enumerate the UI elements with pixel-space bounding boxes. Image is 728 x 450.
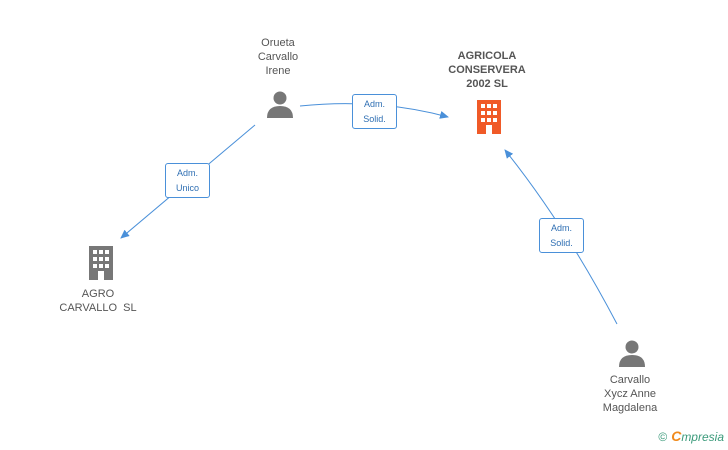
node-label-line: Xycz Anne bbox=[604, 388, 656, 400]
node-label-agricola[interactable]: AGRICOLA CONSERVERA 2002 SL bbox=[432, 49, 542, 91]
edge-label-orueta-agricola[interactable]: Adm. Solid. bbox=[352, 94, 397, 129]
node-label-line: Magdalena bbox=[602, 402, 658, 414]
node-label-xycz[interactable]: Carvallo Xycz Anne Magdalena bbox=[580, 373, 680, 415]
company-building-icon[interactable] bbox=[86, 246, 116, 280]
edge-label-xycz-agricola[interactable]: Adm. Solid. bbox=[539, 218, 584, 253]
node-label-line: Irene bbox=[265, 65, 291, 77]
edge-label-line: Adm. bbox=[363, 99, 385, 109]
edge-label-line: Unico bbox=[175, 183, 199, 193]
node-label-line: AGRICOLA bbox=[457, 50, 517, 62]
empresia-watermark: ©Cmpresia bbox=[658, 428, 724, 444]
copyright-symbol: © bbox=[658, 430, 668, 444]
brand-logo-letter: C bbox=[671, 428, 682, 444]
node-label-line: Carvallo bbox=[609, 374, 651, 386]
edge-label-line: Adm. bbox=[176, 168, 198, 178]
edge-label-orueta-agro[interactable]: Adm. Unico bbox=[165, 163, 210, 198]
node-label-line: 2002 SL bbox=[466, 78, 508, 90]
node-label-line: Orueta bbox=[261, 37, 295, 49]
node-label-agro[interactable]: AGRO CARVALLO SL bbox=[48, 287, 148, 315]
edge-label-line: Solid. bbox=[550, 238, 573, 248]
edge-label-line: Solid. bbox=[363, 114, 386, 124]
person-icon[interactable] bbox=[265, 90, 295, 118]
edge-label-line: Adm. bbox=[550, 223, 572, 233]
node-label-line: AGRO bbox=[81, 288, 115, 300]
company-building-icon-main[interactable] bbox=[474, 100, 504, 134]
node-label-orueta[interactable]: Orueta Carvallo Irene bbox=[228, 36, 328, 78]
person-icon[interactable] bbox=[617, 339, 647, 367]
node-label-line: CARVALLO SL bbox=[59, 302, 137, 314]
node-label-line: Carvallo bbox=[257, 51, 299, 63]
brand-logo-text: mpresia bbox=[681, 430, 724, 444]
node-label-line: CONSERVERA bbox=[448, 64, 526, 76]
